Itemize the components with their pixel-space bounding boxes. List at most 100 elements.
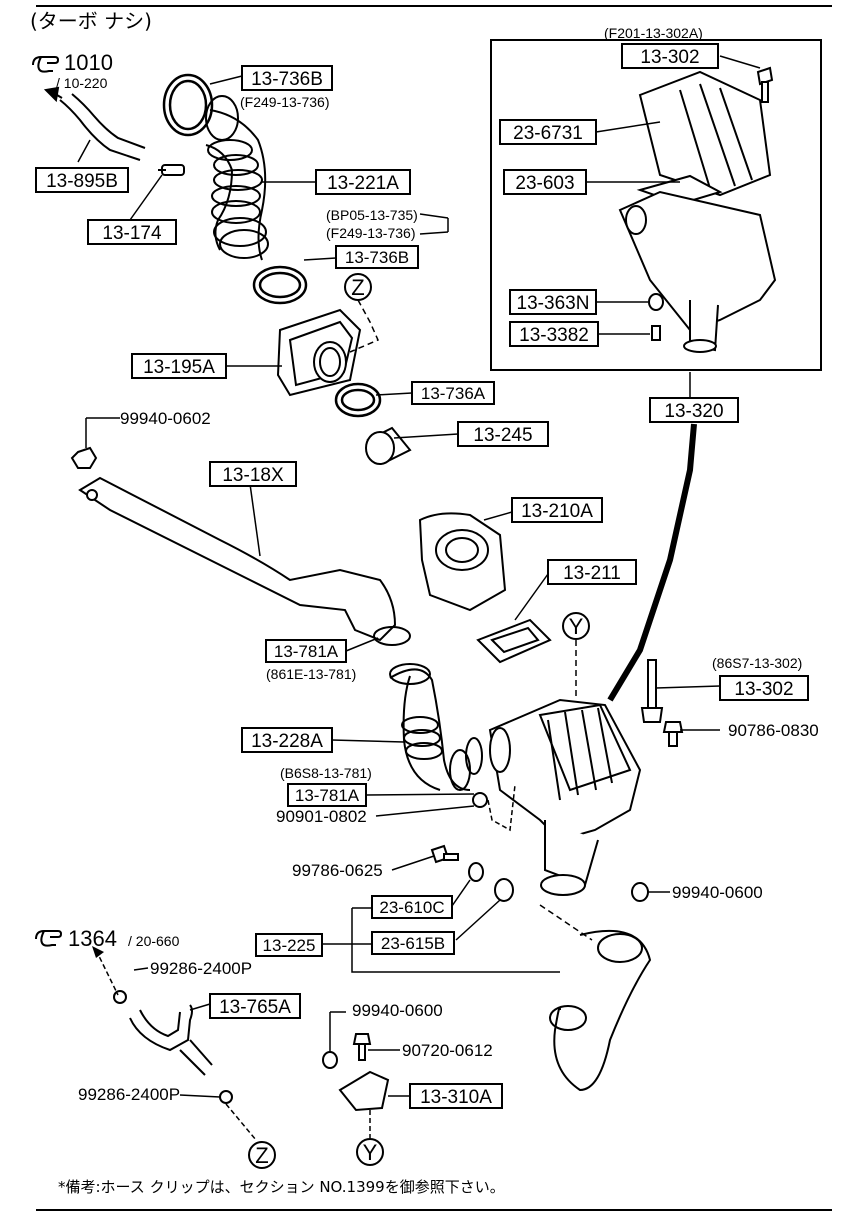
label-13-225[interactable]: 13-225	[255, 933, 323, 957]
gasket-13-211	[476, 618, 552, 664]
label-13-781a-top[interactable]: 13-781A	[265, 639, 347, 663]
nut-99940-0600-right	[631, 882, 649, 902]
part-99786-0625[interactable]: 99786-0625	[292, 861, 383, 880]
label-13-210a[interactable]: 13-210A	[511, 497, 603, 523]
alt-86s7-13-302: (86S7-13-302)	[712, 655, 802, 671]
label-13-221a[interactable]: 13-221A	[315, 169, 411, 195]
alt-861e-13-781: (861E-13-781)	[266, 666, 356, 682]
label-23-610c[interactable]: 23-610C	[371, 895, 453, 919]
part-90786-0830[interactable]: 90786-0830	[728, 721, 819, 740]
marker-z-top: Z	[344, 273, 372, 301]
reference-number-1010[interactable]: 1010	[64, 50, 113, 75]
resonator-13-195a	[276, 308, 362, 397]
svg-text:13-736B: 13-736B	[251, 69, 323, 90]
bolt-99786-0625	[430, 844, 459, 864]
svg-text:Z: Z	[255, 1143, 268, 1168]
leader-z-bot	[225, 1103, 257, 1141]
sleeve-13-245	[365, 426, 412, 465]
svg-text:23-6731: 23-6731	[513, 123, 583, 144]
svg-text:13-245: 13-245	[473, 425, 532, 446]
inset-box	[490, 39, 822, 371]
leader-lines	[77, 55, 761, 1098]
svg-text:13-302: 13-302	[734, 679, 793, 700]
svg-text:23-603: 23-603	[515, 173, 574, 194]
label-13-195a[interactable]: 13-195A	[131, 353, 227, 379]
svg-text:13-320: 13-320	[664, 401, 723, 422]
svg-text:13-363N: 13-363N	[517, 293, 590, 314]
label-23-603[interactable]: 23-603	[503, 169, 587, 195]
label-13-302-right[interactable]: 13-302	[719, 675, 809, 701]
label-13-363n[interactable]: 13-363N	[509, 289, 597, 315]
throttle-body-13-210a	[418, 512, 507, 612]
label-23-615b[interactable]: 23-615B	[371, 931, 455, 955]
label-13-736a[interactable]: 13-736A	[411, 381, 495, 405]
leader-z-top	[349, 299, 379, 353]
part-99940-0600-bot[interactable]: 99940-0600	[352, 1001, 443, 1020]
bolt-13-302-box	[756, 66, 774, 103]
bolt-13-302-right	[640, 659, 664, 723]
label-23-6731[interactable]: 23-6731	[499, 119, 597, 145]
assembly-line-13-320	[607, 423, 697, 702]
label-13-3382[interactable]: 13-3382	[509, 321, 599, 347]
air-cleaner-cover	[638, 70, 772, 197]
part-90720-0612[interactable]: 90720-0612	[402, 1041, 493, 1060]
nut-99940-0600-bot	[322, 1051, 338, 1069]
label-13-228a[interactable]: 13-228A	[241, 727, 333, 753]
part-99286-2400p-top[interactable]: 99286-2400P	[150, 959, 252, 978]
clip-13-174	[158, 164, 185, 176]
footnote: *備考:ホース クリップは、セクション NO.1399を御参照下さい。	[58, 1178, 505, 1196]
marker-y-bottom: Y	[356, 1138, 384, 1166]
label-13-736b-mid[interactable]: 13-736B	[335, 245, 419, 269]
part-99940-0602[interactable]: 99940-0602	[120, 409, 211, 428]
part-90901-0802[interactable]: 90901-0802	[276, 807, 367, 826]
svg-text:13-18X: 13-18X	[222, 465, 284, 486]
gasket-13-781a-top	[373, 626, 411, 646]
label-13-310a[interactable]: 13-310A	[409, 1083, 503, 1109]
bracket-13-310a	[338, 1070, 390, 1112]
pin-13-3382	[651, 325, 661, 341]
header-title: (ターボ ナシ)	[30, 9, 152, 33]
svg-text:13-781A: 13-781A	[274, 642, 339, 661]
label-13-781a-bot[interactable]: 13-781A	[287, 783, 367, 807]
label-13-245[interactable]: 13-245	[457, 421, 549, 447]
nut-99940-0602	[70, 446, 98, 469]
duct-13-221a	[205, 95, 269, 261]
label-13-736b-top[interactable]: 13-736B	[241, 65, 333, 91]
intake-pipe-13-228a	[389, 663, 471, 791]
svg-text:13-310A: 13-310A	[420, 1087, 492, 1108]
svg-text:Y: Y	[363, 1140, 378, 1165]
alt-b6s8-13-781: (B6S8-13-781)	[280, 765, 372, 781]
label-13-895b[interactable]: 13-895B	[35, 167, 129, 193]
alt-f201-13-302a: (F201-13-302A)	[604, 25, 703, 41]
marker-y-top: Y	[562, 612, 590, 640]
alt-bp05-13-735: (BP05-13-735)	[326, 207, 418, 223]
marker-z-bottom: Z	[248, 1141, 276, 1169]
grommet-13-363n	[648, 293, 664, 311]
svg-text:13-765A: 13-765A	[219, 997, 291, 1018]
label-13-302-box[interactable]: 13-302	[621, 43, 719, 69]
duct-13-225	[549, 929, 652, 1092]
svg-text:13-736A: 13-736A	[421, 384, 486, 403]
part-99286-2400p-bot[interactable]: 99286-2400P	[78, 1085, 180, 1104]
label-13-18x[interactable]: 13-18X	[209, 461, 297, 487]
alt-f249-13-736-top: (F249-13-736)	[240, 94, 330, 110]
label-13-174[interactable]: 13-174	[87, 219, 177, 245]
air-cleaner-case	[618, 190, 777, 353]
nut-90901-0802	[472, 792, 488, 808]
grommet-23-615b	[494, 878, 514, 902]
clamp-13-736b-top	[162, 73, 214, 137]
svg-text:13-195A: 13-195A	[143, 357, 215, 378]
svg-text:Z: Z	[351, 275, 364, 300]
label-13-211[interactable]: 13-211	[547, 559, 637, 585]
leader-13-225	[539, 904, 593, 941]
leader-ref-1364	[95, 949, 119, 996]
part-99940-0600-right[interactable]: 99940-0600	[672, 883, 763, 902]
air-cleaner-assembly	[488, 698, 642, 896]
label-13-320[interactable]: 13-320	[649, 397, 739, 423]
label-13-765a[interactable]: 13-765A	[209, 993, 301, 1019]
clip-99286-top	[113, 990, 127, 1004]
reference-page-1364: / 20-660	[128, 933, 180, 949]
svg-text:13-3382: 13-3382	[519, 325, 589, 346]
